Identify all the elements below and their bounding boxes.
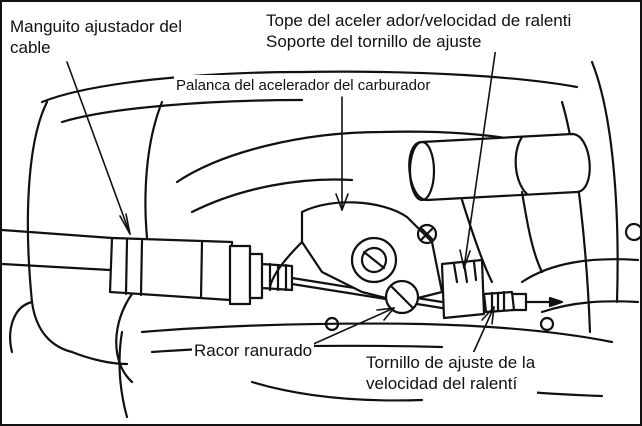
label-idle-screw-line2: velocidad del ralentí [366,374,518,393]
label-throttle-stop-line1: Tope del aceler ador/velocidad de ralent… [266,11,572,30]
mounting-screws [324,222,640,332]
cable-adjuster-sleeve [2,228,444,310]
label-throttle-stop-line2: Soporte del tornillo de ajuste [266,32,482,51]
leader-lines [66,39,498,361]
throttle-grip-cylinder [408,132,591,284]
throttle-stop-bracket [440,258,486,320]
slotted-fitting [384,279,420,315]
idle-speed-screw [482,290,564,314]
label-cable-adjuster-sleeve: Manguito ajustador del cable [8,16,185,58]
label-carburetor-lever: Palanca del acelerador del carburador [174,75,433,96]
label-idle-speed-screw: Tornillo de ajuste de la velocidad del r… [364,352,538,394]
label-idle-screw-line1: Tornillo de ajuste de la [366,353,536,372]
carburetor-lever [268,201,444,304]
ground-wire [115,292,134,384]
engine-housing [9,60,640,419]
label-cable-adjuster-line2: cable [10,38,51,57]
label-cable-adjuster-line1: Manguito ajustador del [10,17,183,36]
label-slotted-fitting: Racor ranurado [192,340,315,361]
label-throttle-stop: Tope del aceler ador/velocidad de ralent… [264,10,574,52]
